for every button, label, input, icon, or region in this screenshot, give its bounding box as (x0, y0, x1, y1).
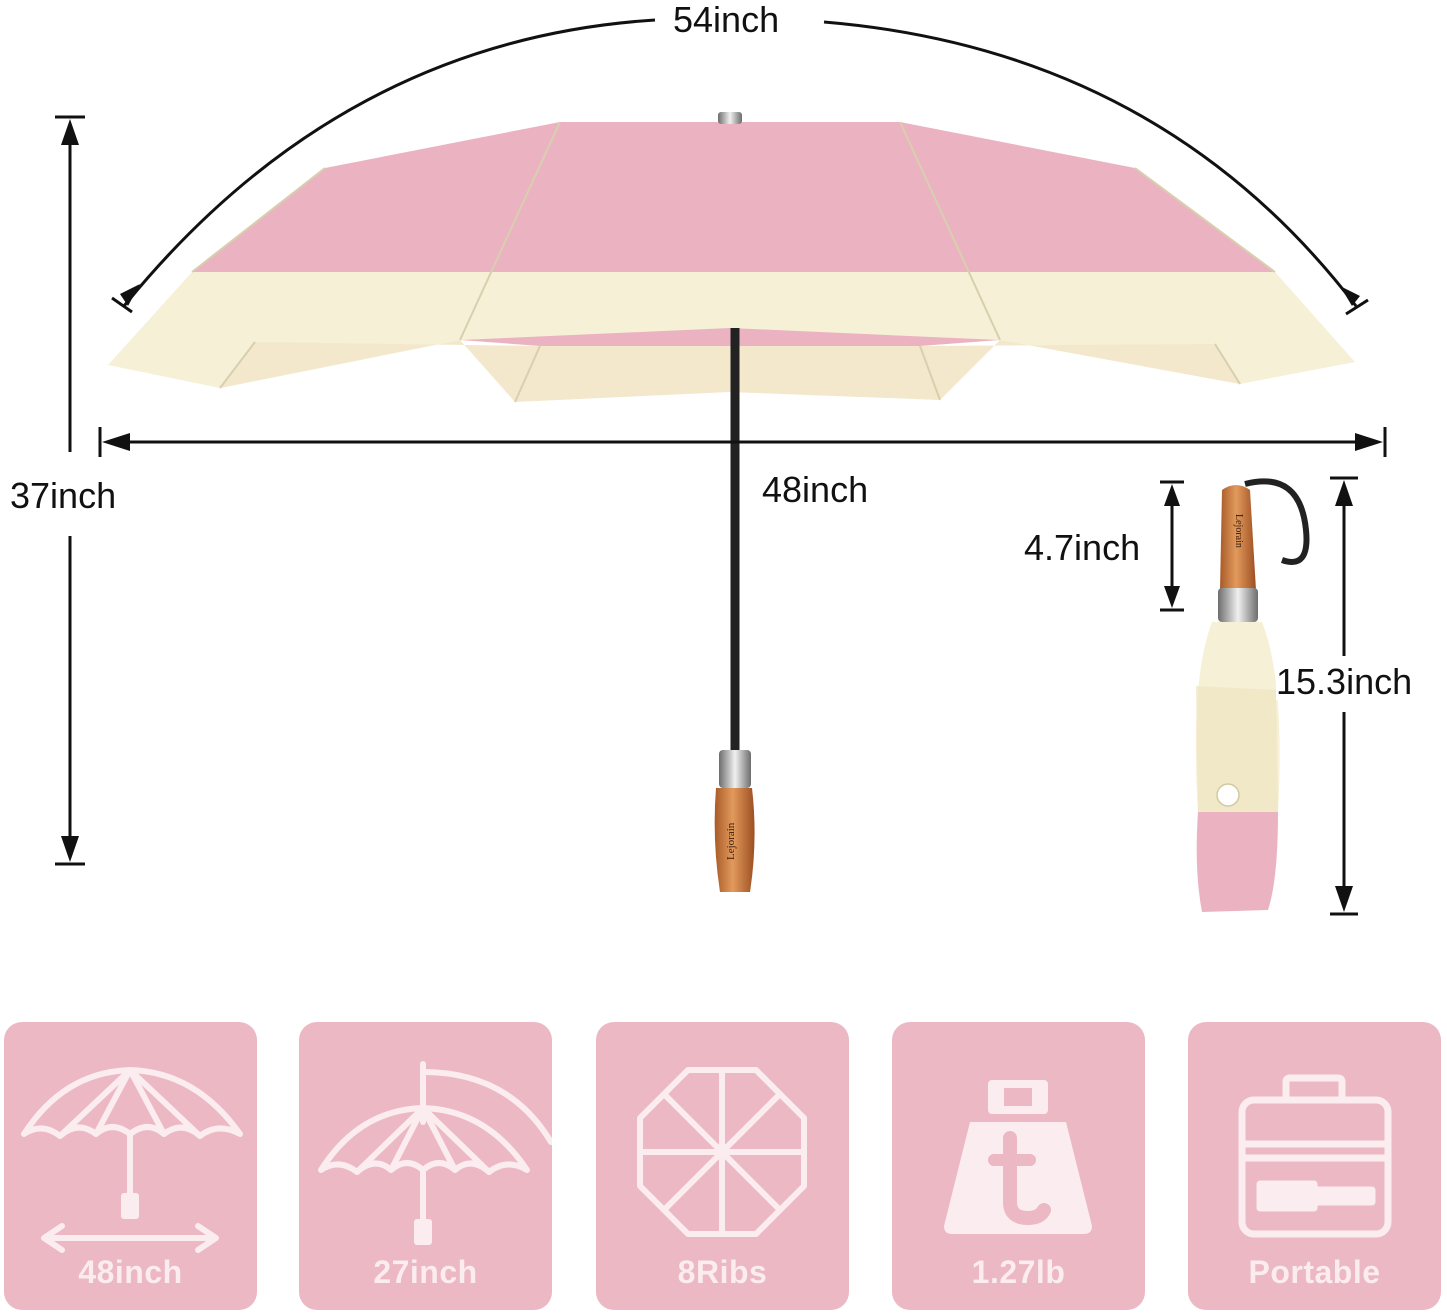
feature-label-width: 48inch (78, 1254, 183, 1290)
feature-label-portable: Portable (1248, 1254, 1381, 1290)
width-arrowhead-left (102, 433, 130, 451)
canopy-ribs (191, 121, 1276, 403)
height-arrowhead-top (61, 119, 79, 145)
handle-measure-arrow (1160, 480, 1184, 612)
handle-brand-text: Lejorain (725, 822, 737, 860)
wooden-handle (714, 788, 755, 892)
folded-length-label: 15.3inch (1276, 661, 1413, 702)
feature-card-portable: Portable (1188, 1022, 1441, 1310)
folded-wooden-handle (1220, 485, 1256, 590)
feature-label-ribs: 8Ribs (677, 1254, 768, 1290)
arc-arrowhead-left (120, 284, 140, 306)
feature-label-length: 27inch (373, 1254, 478, 1290)
open-umbrella: Lejorain (108, 112, 1355, 892)
folded-badge (1216, 783, 1240, 807)
handle-metal-collar (719, 750, 751, 788)
width-measure-arrow (98, 427, 1387, 457)
handle-arrowhead-top (1164, 484, 1180, 506)
canopy-inner-cream (220, 340, 1240, 402)
canopy-pink-top (192, 122, 1275, 272)
folded-canopy-fold (1196, 686, 1278, 812)
feature-card-weight: 1.27lb (892, 1022, 1145, 1310)
closed-umbrella-length-icon (318, 1061, 552, 1245)
folded-arrowhead-top (1335, 480, 1353, 506)
height-measure-arrow (55, 115, 85, 866)
folded-measure-arrow (1330, 476, 1358, 916)
canopy-inner-pink (460, 328, 1000, 346)
handle-arrowhead-bottom (1164, 586, 1180, 608)
weight-icon (944, 1080, 1092, 1234)
feature-card-length: 27inch (299, 1022, 552, 1310)
briefcase-icon (1238, 1074, 1392, 1238)
folded-metal-collar (1218, 588, 1258, 622)
feature-card-width: 48inch (4, 1022, 257, 1310)
width-label: 48inch (762, 469, 869, 510)
folded-canopy-pink (1196, 812, 1278, 912)
arc-arrowhead-right (1340, 286, 1360, 306)
product-illustration: Lejorain Lejorain (55, 18, 1387, 916)
open-umbrella-width-icon (21, 1067, 243, 1253)
arc-length-label: 54inch (673, 0, 780, 40)
height-arrowhead-bottom (61, 836, 79, 862)
feature-label-weight: 1.27lb (971, 1254, 1066, 1290)
width-arrowhead-right (1355, 433, 1383, 451)
height-label: 37inch (10, 475, 117, 516)
umbrella-top-cap (718, 112, 742, 124)
folded-umbrella: Lejorain (1195, 478, 1310, 912)
octagon-ribs-icon (637, 1067, 807, 1237)
wrist-strap (1244, 478, 1310, 565)
arc-measure-arrow (111, 18, 1369, 316)
folded-handle-brand-text: Lejorain (1233, 514, 1244, 548)
folded-arrowhead-bottom (1335, 886, 1353, 912)
handle-length-label: 4.7inch (1024, 527, 1141, 568)
feature-card-ribs: 8Ribs (596, 1022, 849, 1310)
